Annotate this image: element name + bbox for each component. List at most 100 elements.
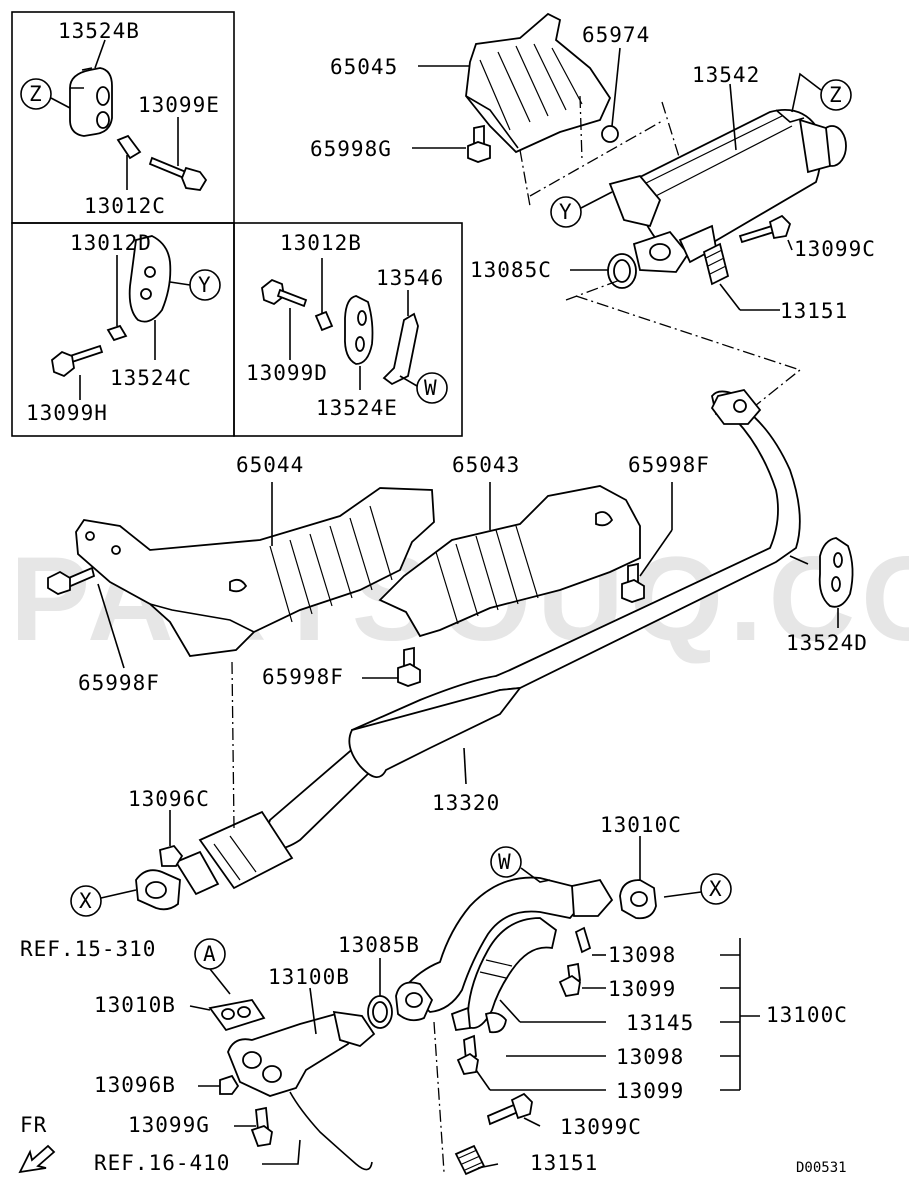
label-13524E: 13524E <box>316 396 398 420</box>
label-13524C: 13524C <box>110 366 192 390</box>
label-13085B: 13085B <box>338 933 420 957</box>
nut-13096B[interactable] <box>219 1074 240 1095</box>
label-13099E: 13099E <box>138 93 220 117</box>
callout-w-inset-label: W <box>424 376 438 400</box>
inset-box-hanger-z <box>11 11 235 224</box>
nut-65974[interactable] <box>601 125 619 143</box>
bolt-13099-a[interactable] <box>558 962 581 998</box>
label-65998F-left: 65998F <box>78 671 160 695</box>
label-13099C-top: 13099C <box>794 237 876 261</box>
bolt-65998F-left[interactable] <box>47 566 96 595</box>
gasket-13085C[interactable] <box>607 253 637 289</box>
label-65045: 65045 <box>330 55 398 79</box>
bolt-65998F-right[interactable] <box>621 562 645 603</box>
bolt-13099E[interactable] <box>148 156 208 191</box>
bushing-13012B[interactable] <box>314 310 334 332</box>
hanger-13524E[interactable] <box>344 295 374 365</box>
gasket-13010B[interactable] <box>208 999 266 1032</box>
bushing-13012C[interactable] <box>116 134 142 160</box>
nut-13096C[interactable] <box>159 844 184 867</box>
callout-w-inset <box>416 372 448 404</box>
label-13096C: 13096C <box>128 787 210 811</box>
label-65998G: 65998G <box>310 137 392 161</box>
hanger-13524C[interactable] <box>128 235 172 323</box>
spring-13151-bottom[interactable] <box>454 1144 486 1176</box>
label-13099-a: 13099 <box>608 977 676 1001</box>
spring-13151-top[interactable] <box>702 242 730 286</box>
label-65998F-right: 65998F <box>628 453 710 477</box>
bolt-13099C-bottom[interactable] <box>486 1092 533 1126</box>
gasket-13010C[interactable] <box>619 879 657 920</box>
callout-z-muffler <box>820 79 852 111</box>
label-13100C: 13100C <box>766 1003 848 1027</box>
label-13098-b: 13098 <box>616 1045 684 1069</box>
label-13145: 13145 <box>626 1011 694 1035</box>
heat-shield-65045[interactable] <box>465 12 612 154</box>
bolt-13099-b[interactable] <box>456 1034 479 1076</box>
gasket-13085B[interactable] <box>367 995 393 1029</box>
callout-z-inset-label: Z <box>29 82 43 106</box>
ref-16-410[interactable]: REF.16-410 <box>94 1151 230 1175</box>
clamp-13098-b[interactable] <box>484 1011 507 1034</box>
callout-z-inset <box>20 78 52 110</box>
label-13010C: 13010C <box>600 813 682 837</box>
label-65043: 65043 <box>452 453 520 477</box>
label-13012D: 13012D <box>70 231 152 255</box>
ref-15-310[interactable]: REF.15-310 <box>20 937 156 961</box>
center-pipe-13320[interactable] <box>135 388 801 911</box>
bolt-13099D[interactable] <box>261 278 308 308</box>
direction-label: FR <box>20 1113 47 1137</box>
callout-y-muffler <box>550 196 582 228</box>
callout-z-muffler-label: Z <box>829 83 843 107</box>
heat-shield-65043[interactable] <box>378 485 641 638</box>
label-65998F-mid: 65998F <box>262 665 344 689</box>
label-65974: 65974 <box>582 23 650 47</box>
label-13012C: 13012C <box>84 194 166 218</box>
bolt-65998G[interactable] <box>467 124 491 163</box>
label-13012B: 13012B <box>280 231 362 255</box>
clamp-13098-a[interactable] <box>574 926 592 954</box>
bracket-13546[interactable] <box>382 312 419 386</box>
label-13099D: 13099D <box>246 361 328 385</box>
label-13100B: 13100B <box>268 965 350 989</box>
label-13099H: 13099H <box>26 401 108 425</box>
label-65044: 65044 <box>236 453 304 477</box>
label-13524D: 13524D <box>786 631 868 655</box>
label-13151-bottom: 13151 <box>530 1151 598 1175</box>
bolt-13099H[interactable] <box>51 344 104 378</box>
front-pipe-13100B[interactable] <box>227 1010 376 1171</box>
callout-x-right-label: X <box>709 877 723 901</box>
label-13099G: 13099G <box>128 1113 210 1137</box>
bolt-13099G[interactable] <box>250 1106 273 1148</box>
callout-w-pipe-label: W <box>498 850 512 874</box>
label-13099C-bottom: 13099C <box>560 1115 642 1139</box>
diagram-code: D00531 <box>796 1160 847 1176</box>
callout-x-right <box>700 873 732 905</box>
callout-x-left <box>70 885 102 917</box>
inset-box-hanger-w <box>233 222 463 437</box>
front-pipe-13100C[interactable] <box>395 876 614 1032</box>
bolt-13099C-top[interactable] <box>738 214 792 244</box>
callout-x-left-label: X <box>79 889 93 913</box>
callout-w-pipe <box>490 846 522 878</box>
label-13099-b: 13099 <box>616 1079 684 1103</box>
label-13098-a: 13098 <box>608 943 676 967</box>
front-arrow-icon <box>18 1144 56 1174</box>
heat-shield-65044[interactable] <box>75 487 435 657</box>
label-13542: 13542 <box>692 63 760 87</box>
muffler-13542[interactable] <box>608 108 847 273</box>
label-13546: 13546 <box>376 266 444 290</box>
bushing-13012D[interactable] <box>106 324 128 342</box>
label-13085C: 13085C <box>470 258 552 282</box>
label-13151-top: 13151 <box>780 299 848 323</box>
callout-y-inset-label: Y <box>198 273 212 297</box>
label-13010B: 13010B <box>94 993 176 1017</box>
bolt-65998F-mid[interactable] <box>397 646 421 687</box>
hanger-13524B[interactable] <box>69 67 113 137</box>
label-13524B: 13524B <box>58 19 140 43</box>
label-13320: 13320 <box>432 791 500 815</box>
hanger-13524D[interactable] <box>818 537 854 608</box>
callout-a-label: A <box>203 942 217 966</box>
